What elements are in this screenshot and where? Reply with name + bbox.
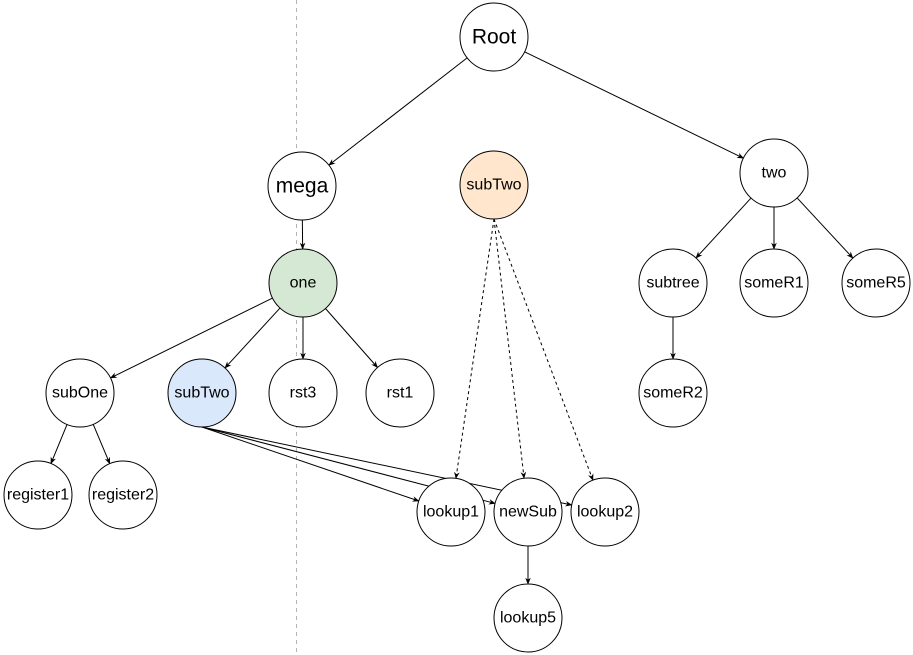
nodes-layer: Root mega subTwo two one subtree someR1 someR5 s… (3, 2, 911, 653)
edge-subtwo_top-to-lookup2 (493, 218, 594, 481)
node-somer2: someR2 (638, 358, 708, 428)
node-circle (493, 477, 563, 547)
node-lookup2: lookup2 (570, 477, 640, 547)
edge-one-to-subtwo_blue (224, 307, 281, 369)
node-label: subtree (646, 275, 699, 292)
node-circle (45, 358, 115, 428)
node-subtree: subtree (638, 248, 708, 318)
node-one: one (268, 248, 338, 318)
node-rst1: rst1 (365, 358, 435, 428)
node-circle (459, 2, 529, 72)
edge-two-to-subtree (695, 197, 752, 259)
node-label: one (290, 275, 317, 292)
node-label: someR5 (846, 275, 906, 292)
edge-subtwo_blue-to-lookup1 (201, 426, 420, 502)
edge-subtwo_top-to-newsub (493, 218, 527, 479)
node-label: newSub (499, 504, 557, 521)
node-subtwo_top: subTwo (459, 150, 529, 220)
node-subtwo_blue: subTwo (167, 358, 237, 428)
node-label: Root (472, 26, 517, 49)
node-label: rst1 (387, 385, 414, 402)
node-circle (739, 248, 809, 318)
node-circle (493, 583, 563, 653)
node-lookup1: lookup1 (416, 477, 486, 547)
node-somer5: someR5 (841, 248, 911, 318)
node-circle (267, 151, 337, 221)
node-label: lookup2 (577, 504, 633, 521)
node-rst3: rst3 (268, 358, 338, 428)
node-label: subTwo (174, 385, 229, 402)
node-label: someR1 (744, 275, 804, 292)
node-circle (268, 248, 338, 318)
edge-root-to-mega (328, 57, 468, 166)
node-subone: subOne (45, 358, 115, 428)
node-two: two (739, 138, 809, 208)
node-register2: register2 (88, 460, 158, 530)
node-circle (841, 248, 911, 318)
edge-root-to-two (524, 51, 745, 159)
node-label: rst3 (290, 385, 317, 402)
edge-two-to-somer5 (796, 197, 854, 259)
node-label: someR2 (643, 385, 703, 402)
edge-one-to-rst1 (325, 308, 378, 369)
node-circle (638, 248, 708, 318)
node-circle (570, 477, 640, 547)
node-lookup5: lookup5 (493, 583, 563, 653)
node-circle (416, 477, 486, 547)
node-circle (638, 358, 708, 428)
node-mega: mega (267, 151, 337, 221)
node-newsub: newSub (493, 477, 563, 547)
node-circle (739, 138, 809, 208)
node-somer1: someR1 (739, 248, 809, 318)
node-circle (88, 460, 158, 530)
node-label: register2 (92, 487, 154, 504)
node-register1: register1 (3, 460, 73, 530)
node-label: subOne (52, 385, 108, 402)
node-circle (268, 358, 338, 428)
node-circle (459, 150, 529, 220)
node-label: lookup1 (423, 504, 479, 521)
edge-subone-to-register1 (50, 424, 68, 465)
node-circle (365, 358, 435, 428)
edge-subone-to-register2 (92, 424, 111, 465)
node-label: two (762, 165, 787, 182)
node-label: subTwo (466, 177, 521, 194)
node-circle (3, 460, 73, 530)
node-root: Root (459, 2, 529, 72)
node-label: mega (276, 175, 329, 198)
node-label: register1 (7, 487, 69, 504)
node-label: lookup5 (500, 610, 556, 627)
edge-one-to-subone (109, 297, 273, 379)
edge-subtwo_top-to-lookup1 (454, 218, 495, 480)
node-circle (167, 358, 237, 428)
